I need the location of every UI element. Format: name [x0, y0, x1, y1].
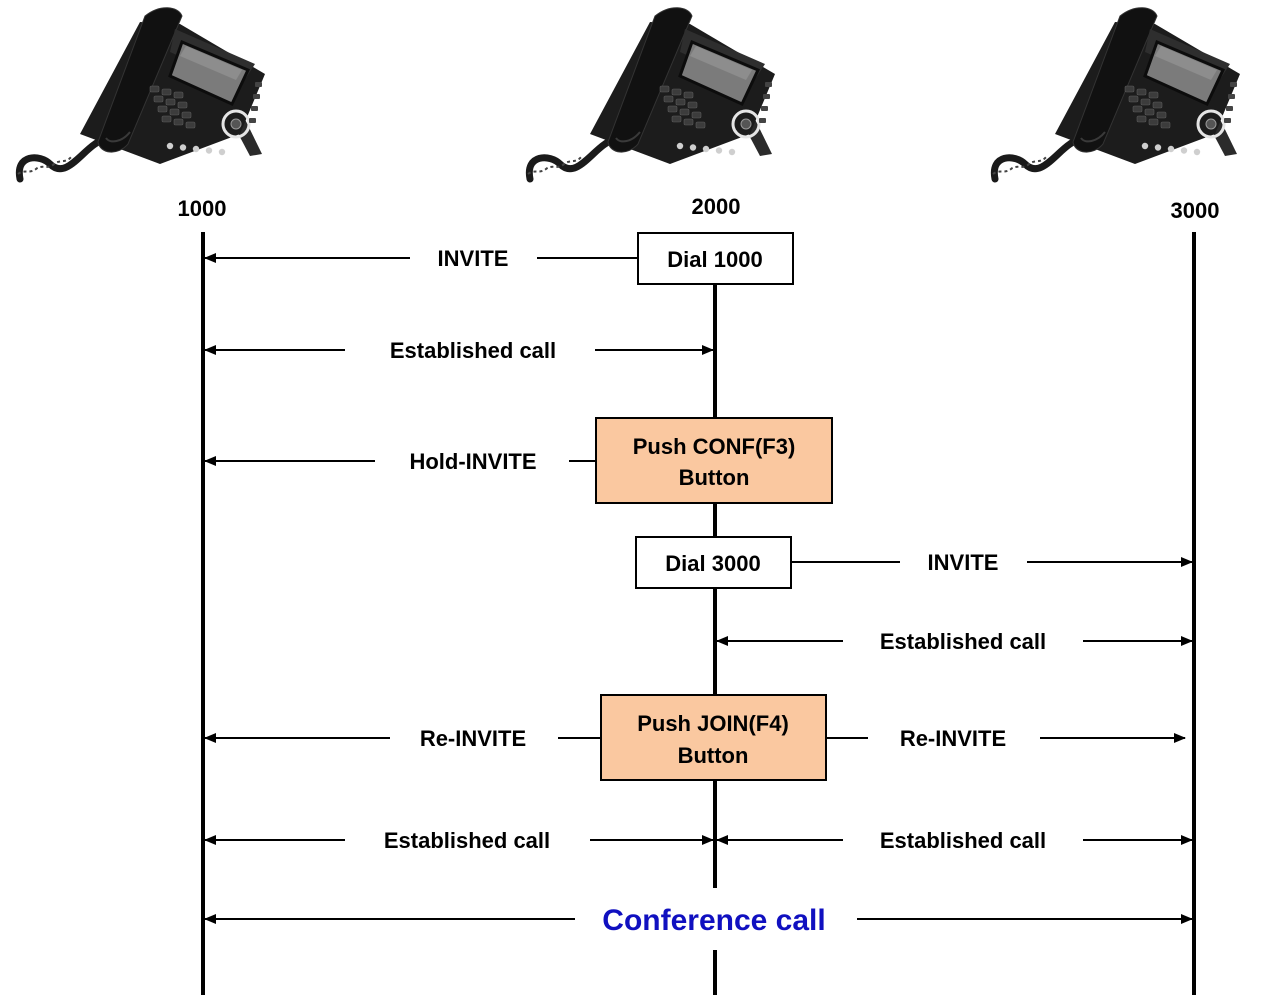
push-conf-box — [595, 417, 833, 504]
reinvite-right-label: Re-INVITE — [900, 726, 1006, 751]
established-3-label: Established call — [384, 828, 550, 853]
ip-phone-icon — [10, 4, 270, 190]
conference-label: Conference call — [602, 904, 825, 937]
dial-1000-text: Dial 1000 — [667, 247, 762, 272]
established-4-label: Established call — [880, 828, 1046, 853]
push-join-text-line2: Button — [678, 743, 749, 768]
extension-label-2000: 2000 — [691, 194, 741, 219]
push-conf-text-line2: Button — [679, 465, 750, 490]
dial-3000-text: Dial 3000 — [665, 551, 760, 576]
push-join-text-line1: Push JOIN(F4) — [637, 711, 789, 736]
extension-label-1000: 1000 — [177, 196, 227, 221]
extension-label-3000: 3000 — [1170, 198, 1220, 223]
ip-phone-icon — [985, 4, 1245, 190]
reinvite-left-label: Re-INVITE — [420, 726, 526, 751]
dial-3000-box — [635, 536, 792, 589]
dial-1000-box — [637, 232, 794, 285]
hold-invite-label: Hold-INVITE — [409, 449, 536, 474]
invite-1-label: INVITE — [438, 246, 509, 271]
established-1-label: Established call — [390, 338, 556, 363]
push-conf-text-line1: Push CONF(F3) — [633, 434, 796, 459]
established-2-label: Established call — [880, 629, 1046, 654]
ip-phone-icon — [520, 4, 780, 190]
invite-2-label: INVITE — [928, 550, 999, 575]
push-join-box — [600, 694, 827, 781]
